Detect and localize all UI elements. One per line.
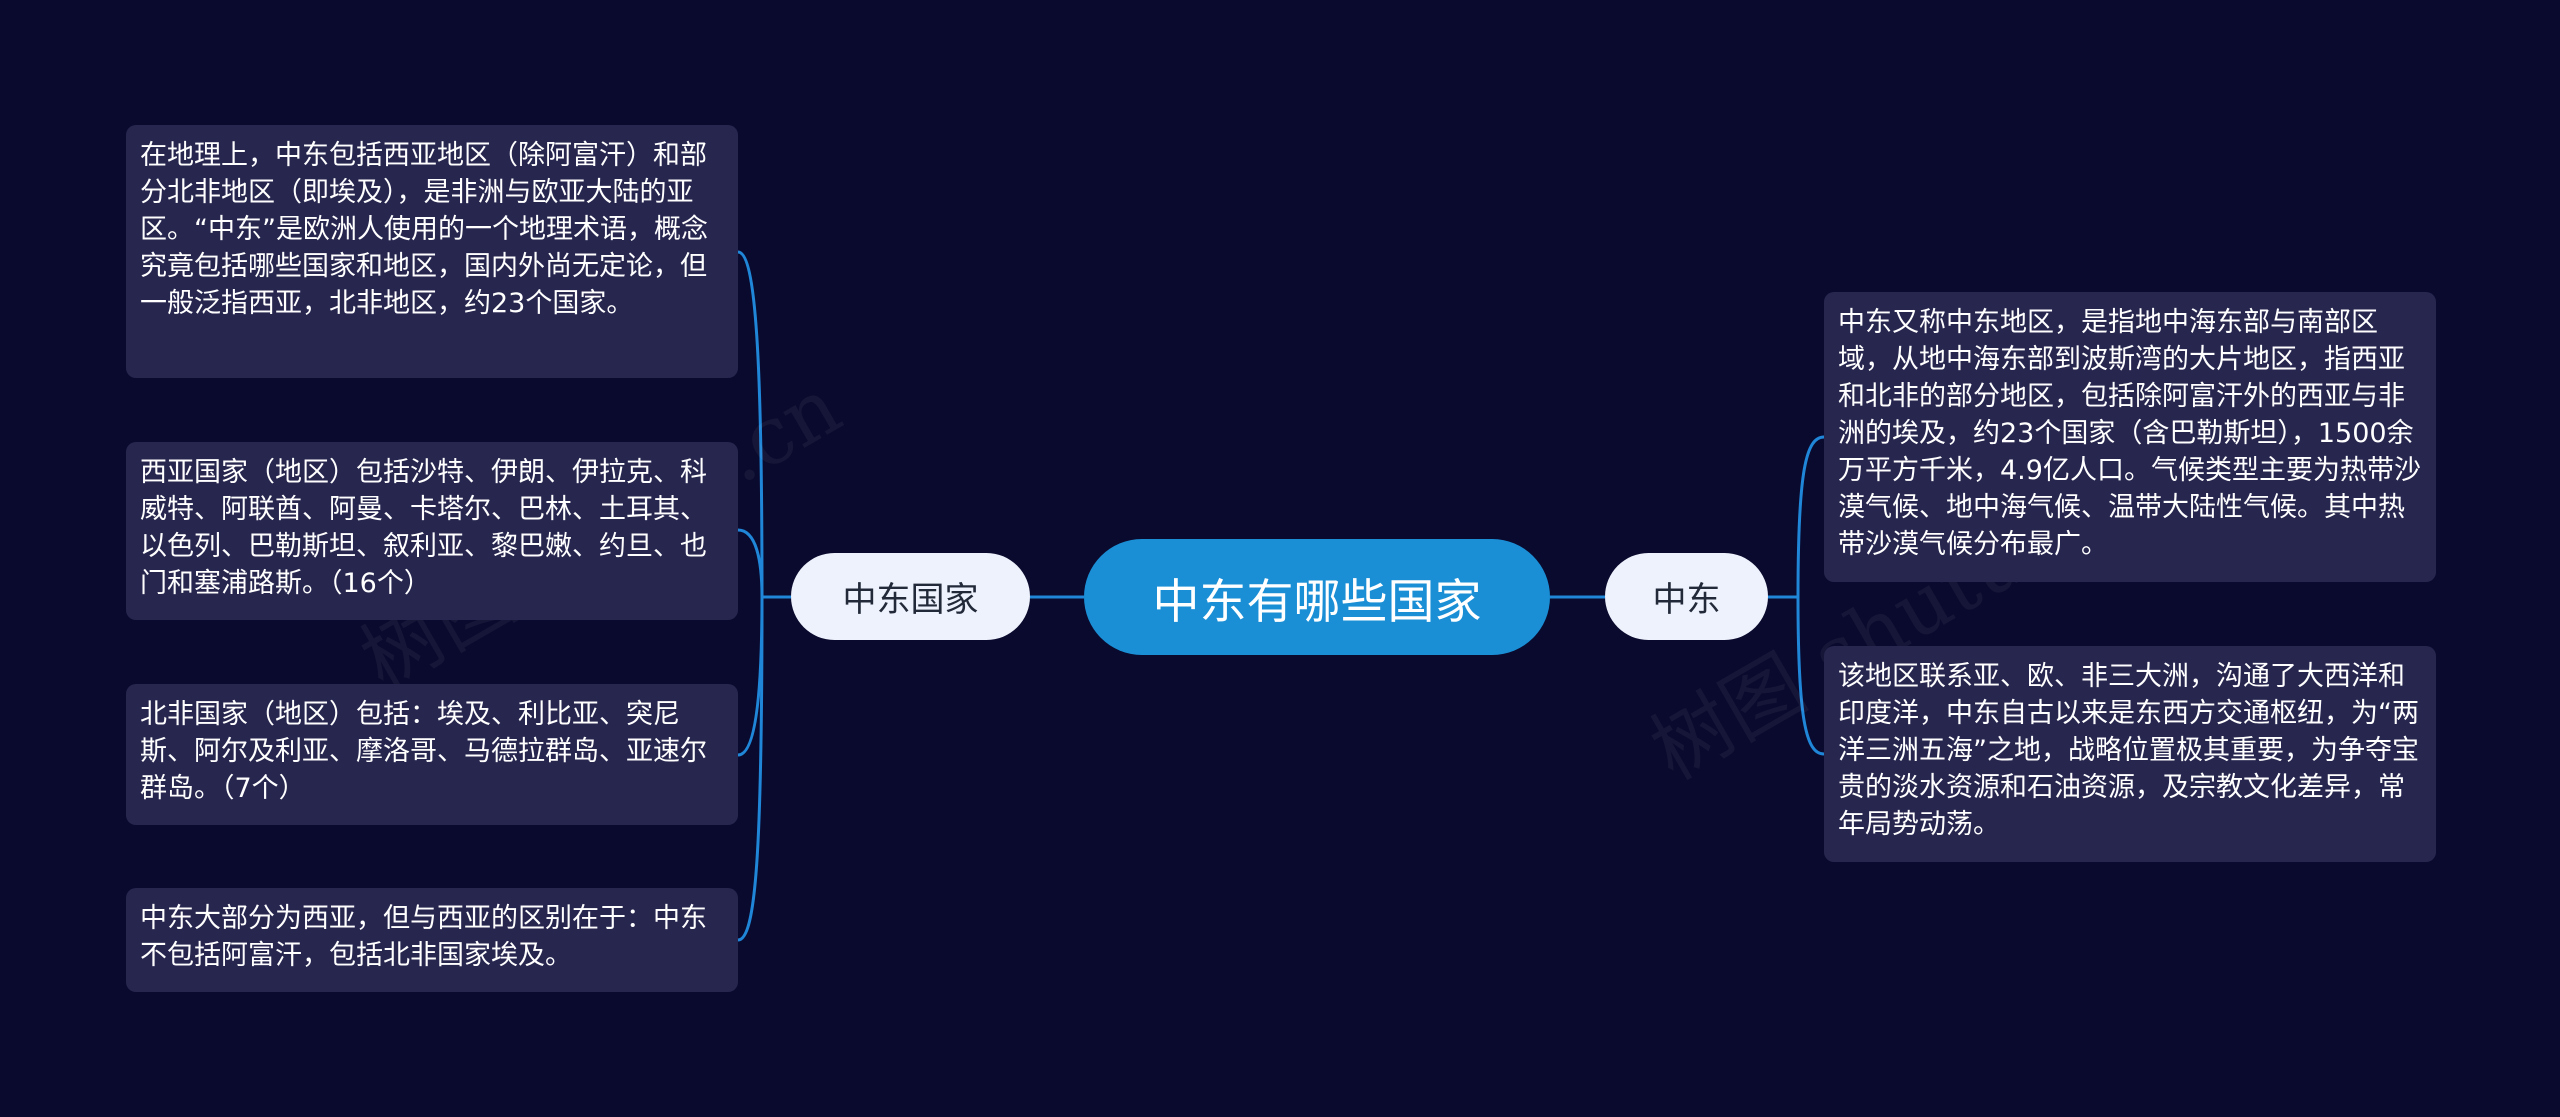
connector-left-leaf-3 bbox=[737, 596, 764, 757]
branch-node-zhongdong-guojia[interactable]: 中东国家 bbox=[791, 553, 1030, 640]
right-leaf-1: 中东又称中东地区，是指地中海东部与南部区域，从地中海东部到波斯湾的大片地区，指西… bbox=[1824, 292, 2436, 582]
connector-left-leaf-4 bbox=[737, 596, 764, 942]
connector-right-leaf-1 bbox=[1796, 435, 1825, 598]
left-leaf-3: 北非国家（地区）包括：埃及、利比亚、突尼斯、阿尔及利亚、摩洛哥、马德拉群岛、亚速… bbox=[126, 684, 738, 825]
left-leaf-4: 中东大部分为西亚，但与西亚的区别在于：中东不包括阿富汗，包括北非国家埃及。 bbox=[126, 888, 738, 992]
connector-left-leaf-1 bbox=[737, 250, 764, 598]
root-node[interactable]: 中东有哪些国家 bbox=[1084, 539, 1550, 655]
connector-right-leaf-2 bbox=[1796, 596, 1825, 756]
branch-node-zhongdong[interactable]: 中东 bbox=[1605, 553, 1768, 640]
connector-left-leaf-2 bbox=[737, 528, 764, 598]
left-leaf-2: 西亚国家（地区）包括沙特、伊朗、伊拉克、科威特、阿联酋、阿曼、卡塔尔、巴林、土耳… bbox=[126, 442, 738, 620]
left-leaf-1: 在地理上，中东包括西亚地区（除阿富汗）和部分北非地区（即埃及），是非洲与欧亚大陆… bbox=[126, 125, 738, 378]
right-leaf-2: 该地区联系亚、欧、非三大洲，沟通了大西洋和印度洋，中东自古以来是东西方交通枢纽，… bbox=[1824, 646, 2436, 862]
